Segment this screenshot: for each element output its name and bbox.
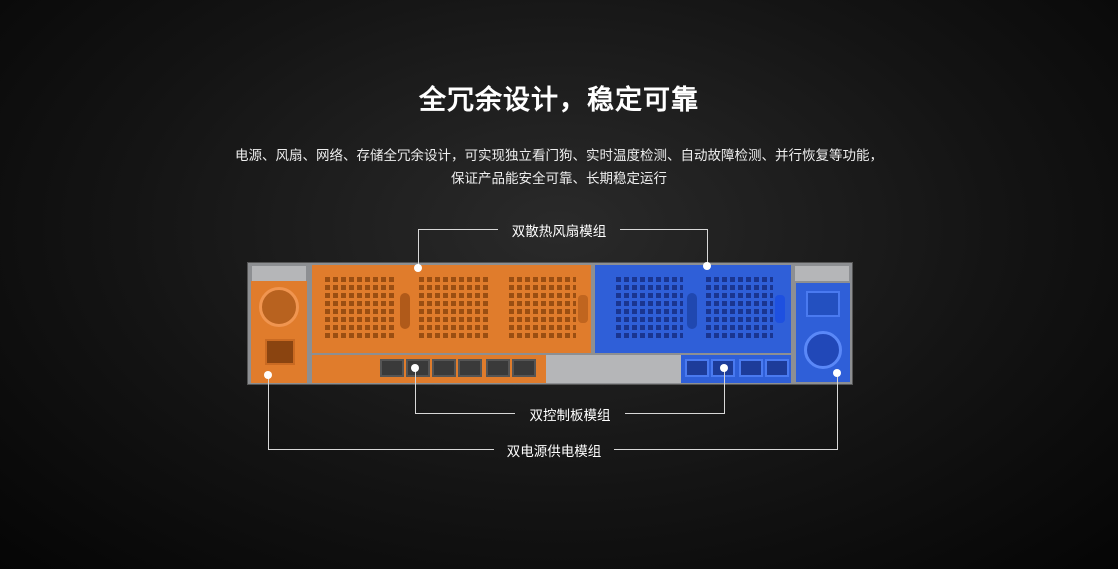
fan-module-a xyxy=(312,265,591,353)
controller-b-marker xyxy=(720,364,728,372)
power-b-marker xyxy=(833,369,841,377)
page-title: 全冗余设计，稳定可靠 xyxy=(419,85,699,116)
callout-controller: 双控制板模组 xyxy=(529,408,611,424)
controller-module-b xyxy=(681,355,791,383)
fan-module-b xyxy=(595,265,791,353)
callout-fan: 双散热风扇模组 xyxy=(511,224,607,240)
server-rear-panel xyxy=(247,262,853,385)
fan-a-marker xyxy=(414,264,422,272)
power-a-marker xyxy=(264,371,272,379)
psu-a-handle xyxy=(252,266,306,281)
subtitle-line-2: 保证产品能安全可靠、长期稳定运行 xyxy=(451,171,667,187)
power-module-b xyxy=(796,283,850,382)
power-module-a xyxy=(251,281,307,383)
subtitle-line-1: 电源、风扇、网络、存储全冗余设计，可实现独立看门狗、实时温度检测、自动故障检测、… xyxy=(235,148,883,164)
controller-module-a xyxy=(312,355,546,383)
controller-slot-filler xyxy=(546,355,681,383)
callout-power: 双电源供电模组 xyxy=(506,444,602,460)
psu-b-handle xyxy=(795,266,849,281)
controller-a-marker xyxy=(411,364,419,372)
fan-b-marker xyxy=(703,262,711,270)
